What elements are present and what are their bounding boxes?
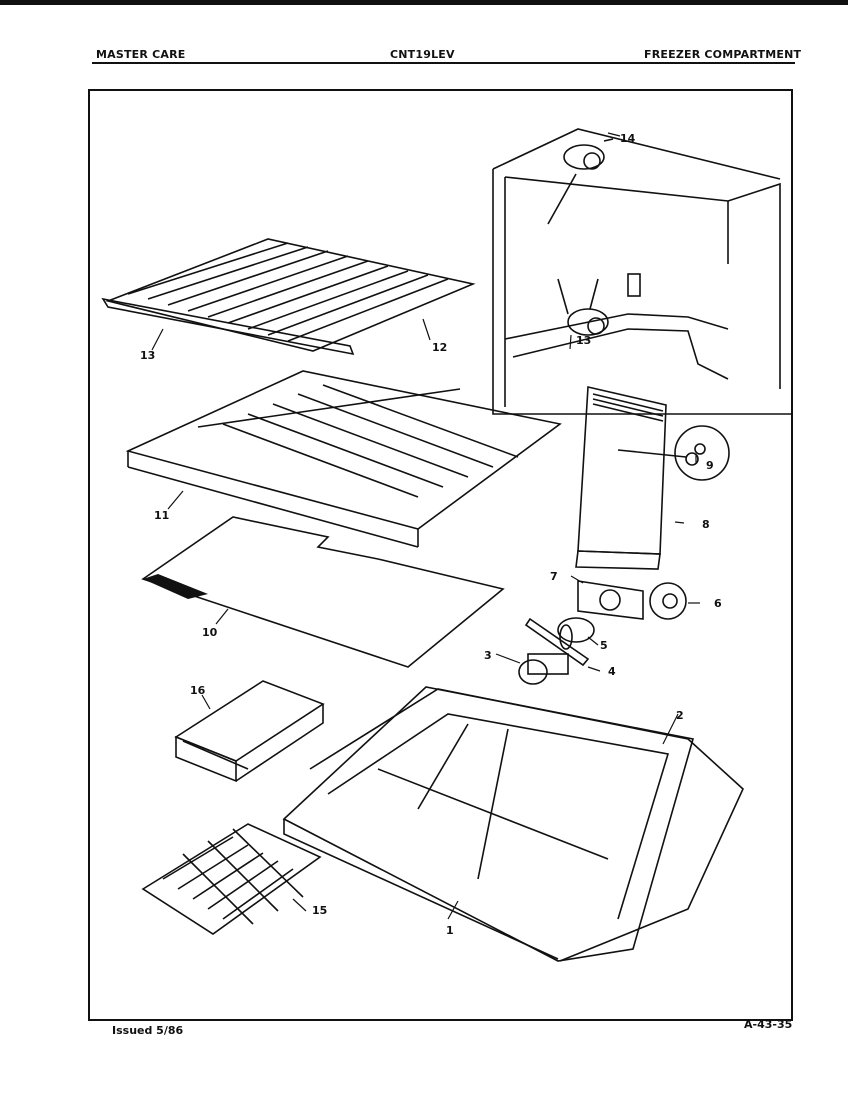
part-13-cap-cabinet [557, 278, 609, 336]
part-1-liner-floor [282, 686, 695, 962]
part-2-drip-trim [309, 688, 744, 962]
callout-15: 15 [312, 904, 327, 917]
model-number: CNT19LEV [390, 48, 455, 61]
part-16-ice-bin [174, 680, 325, 783]
top-edge-rule [0, 0, 848, 5]
part-5-fan-blade [557, 617, 595, 650]
callout-4: 4 [608, 665, 616, 678]
callout-8: 8 [702, 518, 710, 531]
leader-lines [151, 132, 700, 920]
part-7-fan-bracket [577, 580, 644, 620]
part-15-ice-tray [141, 823, 322, 935]
section-title: FREEZER COMPARTMENT [644, 48, 802, 61]
callout-11: 11 [154, 509, 169, 522]
page-code: A-43-35 [744, 1018, 793, 1031]
callout-12: 12 [432, 341, 447, 354]
part-3-fan-motor [518, 653, 569, 685]
freezer-cabinet [492, 128, 793, 415]
part-12-wire-shelf [105, 238, 476, 352]
part-4-motor-bracket [524, 617, 590, 667]
callout-10: 10 [202, 626, 218, 639]
callout-5: 5 [600, 639, 608, 652]
callout-2: 2 [676, 709, 684, 722]
part-11-freezer-shelf [125, 370, 562, 548]
callout-3: 3 [484, 649, 492, 662]
callout-6: 6 [714, 597, 722, 610]
part-14-cap [547, 138, 614, 225]
callout-7: 7 [550, 570, 558, 583]
part-6-fan-blade-clip [649, 582, 687, 620]
callout-9: 9 [706, 459, 714, 472]
exploded-parts-diagram: 1 2 3 4 5 6 7 8 9 10 11 12 13 13 14 15 1… [101, 128, 793, 962]
callout-13-cabinet: 13 [576, 334, 591, 347]
issue-date: Issued 5/86 [112, 1024, 184, 1037]
header-rule [92, 62, 795, 64]
diagram-frame [88, 89, 793, 1021]
callout-1: 1 [446, 924, 454, 937]
callout-13-shelf: 13 [140, 349, 155, 362]
part-10-panel [141, 516, 505, 668]
brand-label: MASTER CARE [96, 48, 186, 61]
callout-14: 14 [620, 132, 636, 145]
callout-16: 16 [190, 684, 206, 697]
part-13-shelf-trim [101, 297, 355, 356]
callout-labels: 1 2 3 4 5 6 7 8 9 10 11 12 13 13 14 15 1… [140, 132, 722, 937]
part-9-fastener [674, 425, 730, 481]
